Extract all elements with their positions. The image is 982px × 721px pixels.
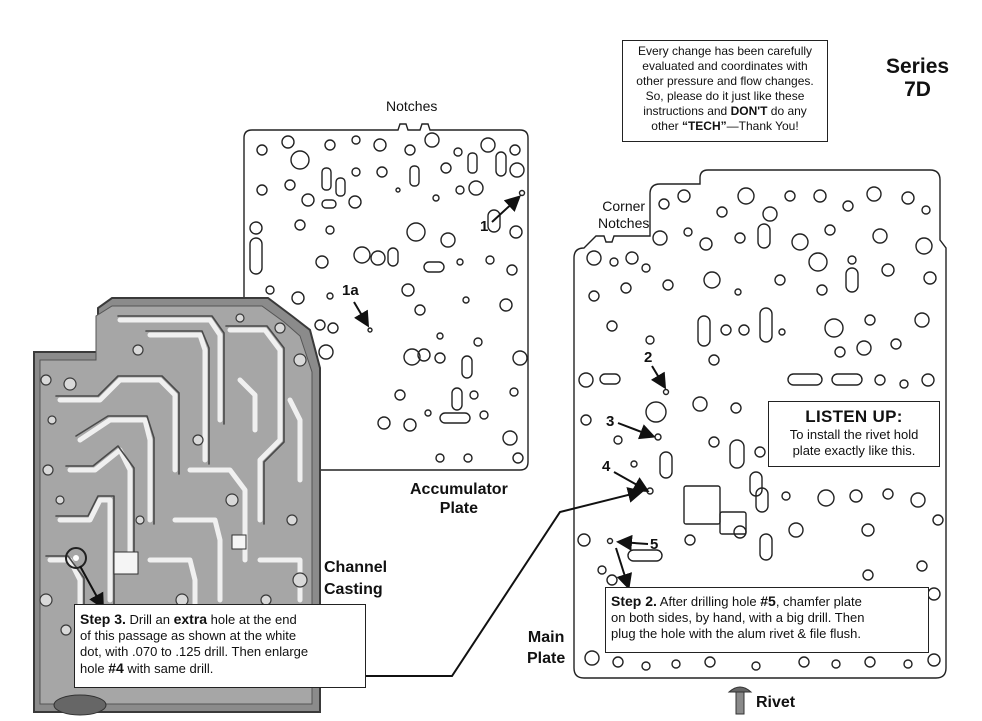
step2-line3: plug the hole with the alum rivet & file… <box>611 626 862 641</box>
channel-label-line1: Channel <box>324 559 388 576</box>
step3-t1: Drill an <box>125 612 174 627</box>
note-line6: other “TECH”—Thank You! <box>627 119 823 134</box>
listen-up-title: LISTEN UP: <box>805 407 903 426</box>
note-line4: So, please do it just like these <box>645 89 805 103</box>
note-box: Every change has been carefully evaluate… <box>622 40 828 142</box>
note-line1: Every change has been carefully <box>637 44 813 58</box>
callout-1: 1 <box>480 218 489 235</box>
series-word: Series <box>886 55 950 78</box>
main-label-line2: Plate <box>527 650 566 667</box>
rivet-label: Rivet <box>756 694 796 711</box>
step2-t3: , chamfer plate <box>775 594 862 609</box>
note-line6-c: —Thank You! <box>726 119 799 133</box>
step2-t2: #5 <box>760 593 776 609</box>
corner-notches-line2: Notches <box>598 215 650 231</box>
step3-line4-a: hole <box>80 661 109 676</box>
callout-1a: 1a <box>342 282 359 299</box>
callout-3: 3 <box>606 413 615 430</box>
callout-2: 2 <box>644 349 653 366</box>
step2-t1: After drilling hole <box>656 594 761 609</box>
note-line5: instructions and DON'T do any <box>627 104 823 119</box>
step3-line1: Step 3. Drill an extra hole at the end <box>80 611 360 628</box>
notches-label: Notches <box>386 98 438 114</box>
accumulator-plate-label: Accumulator Plate <box>410 480 508 518</box>
listen-up-line2: plate exactly like this. <box>792 443 916 458</box>
step2-line1: Step 2. After drilling hole #5, chamfer … <box>611 593 923 610</box>
accumulator-label-line2: Plate <box>439 500 479 517</box>
note-line5-c: do any <box>767 104 807 118</box>
note-line6-a: other <box>651 119 682 133</box>
accumulator-plate <box>243 123 529 471</box>
step2-line2: on both sides, by hand, with a big drill… <box>611 610 865 625</box>
listen-up-line1: To install the rivet hold <box>789 427 919 442</box>
step3-line2: of this passage as shown at the white <box>80 628 297 643</box>
step3-line4: hole #4 with same drill. <box>80 660 360 677</box>
rivet-icon <box>727 686 753 715</box>
step3-t3: hole at the end <box>207 612 297 627</box>
note-line6-b: “TECH” <box>681 119 727 133</box>
note-line5-a: instructions and <box>643 104 731 118</box>
listen-up-box: LISTEN UP: To install the rivet hold pla… <box>768 401 940 467</box>
step2-head: Step 2. <box>611 593 657 609</box>
main-plate <box>573 169 947 679</box>
note-line2: evaluated and coordinates with <box>642 59 808 73</box>
step3-box: Step 3. Drill an extra hole at the end o… <box>74 604 366 688</box>
step3-line4-c: with same drill. <box>123 661 214 676</box>
callout-5: 5 <box>650 536 659 553</box>
channel-casting-label: Channel Casting <box>324 557 387 601</box>
note-line5-b: DON'T <box>730 104 768 118</box>
corner-notches-label: Corner Notches <box>598 198 649 232</box>
channel-label-line2: Casting <box>324 581 383 598</box>
main-label-line1: Main <box>527 629 565 646</box>
accumulator-label-line1: Accumulator <box>410 481 508 498</box>
series-label: Series 7D <box>886 55 949 101</box>
step3-t2: extra <box>173 611 208 627</box>
step3-line4-b: #4 <box>108 660 124 676</box>
step3-line3: dot, with .070 to .125 drill. Then enlar… <box>80 644 309 659</box>
step2-box: Step 2. After drilling hole #5, chamfer … <box>605 587 929 653</box>
series-code: 7D <box>904 78 931 101</box>
corner-notches-line1: Corner <box>602 198 646 214</box>
main-plate-label: Main Plate <box>527 627 565 669</box>
callout-4: 4 <box>602 458 611 475</box>
note-line3: other pressure and flow changes. <box>636 74 814 88</box>
step3-head: Step 3. <box>80 611 126 627</box>
